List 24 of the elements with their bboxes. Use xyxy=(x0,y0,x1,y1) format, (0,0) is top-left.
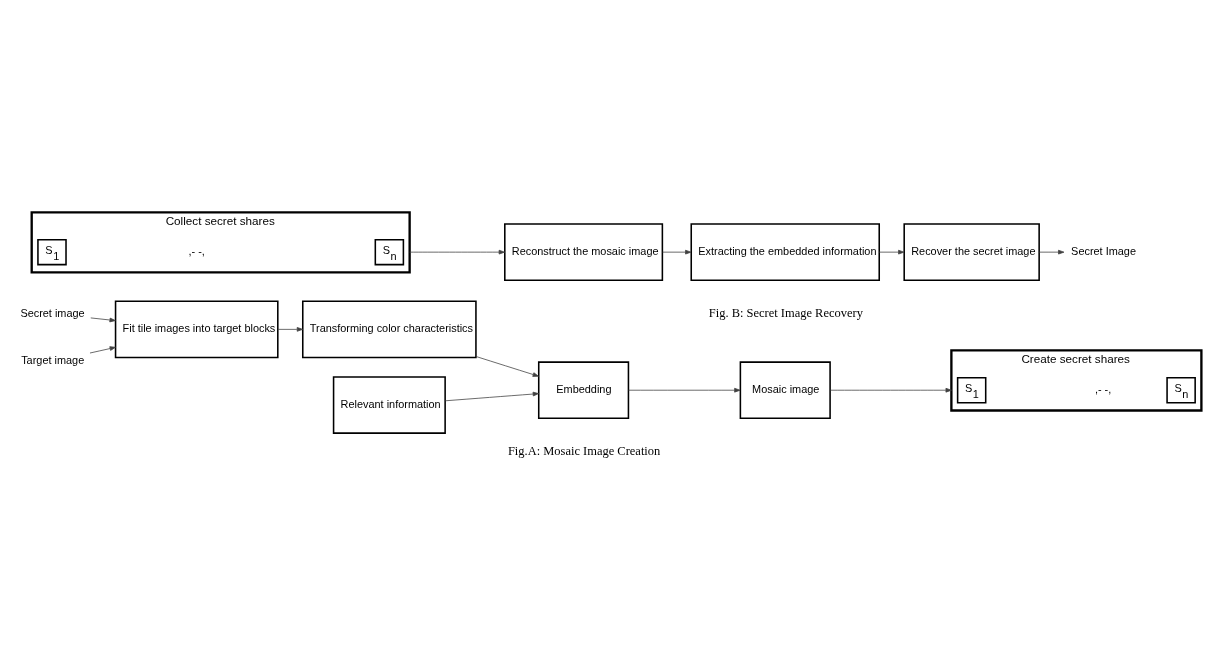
node-box: Recover the secret image xyxy=(903,222,1040,281)
node-box: Fit tile images into target blocks xyxy=(114,300,279,358)
arrow xyxy=(475,355,539,377)
arrow xyxy=(1038,249,1065,254)
node-box: Transforming color characteristics xyxy=(302,300,477,358)
arrow xyxy=(409,249,505,254)
node-text: Secret image xyxy=(20,306,85,319)
arrow xyxy=(829,387,952,392)
label: Fig. B: Secret Image Recovery xyxy=(708,305,863,320)
arrow xyxy=(89,345,116,353)
node-box: Reconstruct the mosaic image xyxy=(504,222,664,281)
arrow xyxy=(277,326,304,332)
arrow xyxy=(878,249,905,254)
arrow xyxy=(662,249,692,254)
arrow xyxy=(90,317,116,322)
label: Fig.A: Mosaic Image Creation xyxy=(507,443,661,458)
node-box: Relevant information xyxy=(332,375,446,434)
node-text: Secret Image xyxy=(1071,244,1136,257)
node-box: Embedding xyxy=(537,360,630,419)
node-text: Target image xyxy=(21,353,85,366)
node-box: Mosaic image xyxy=(739,360,831,419)
node-box: Extracting the embedded information xyxy=(690,222,880,281)
arrow xyxy=(444,391,539,401)
arrow xyxy=(628,387,741,392)
